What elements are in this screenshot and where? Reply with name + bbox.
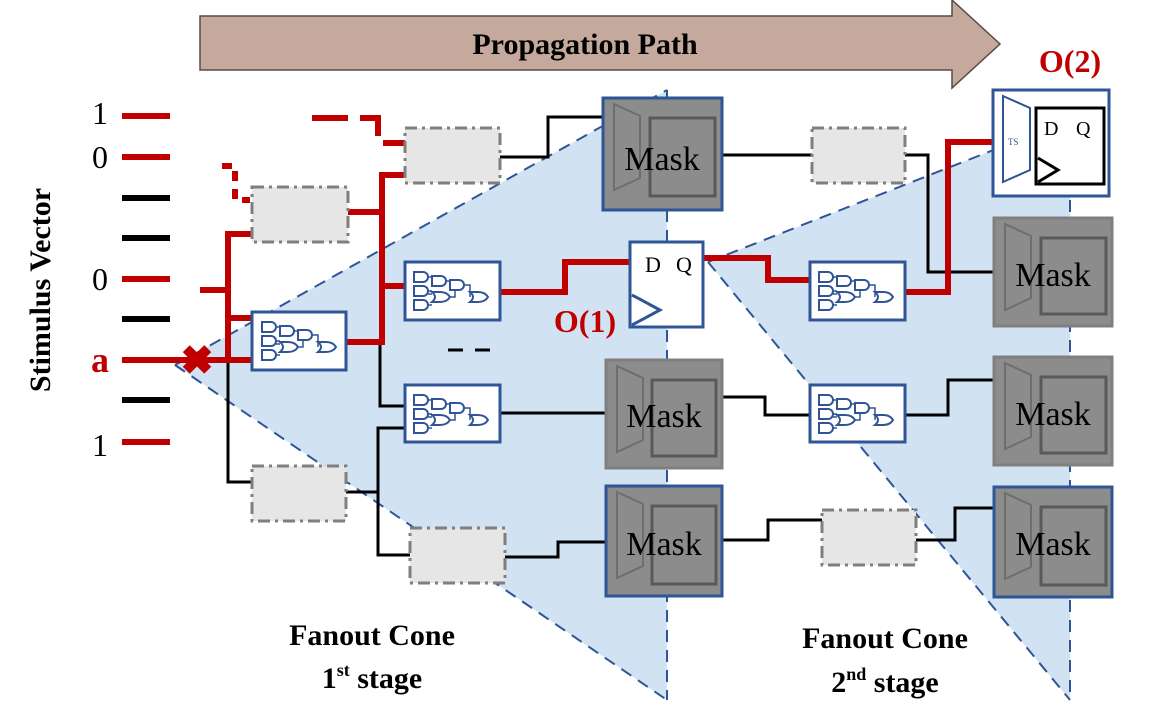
gray-block-6 [820, 508, 918, 567]
svg-text:Mask: Mask [626, 526, 702, 563]
svg-text:D: D [1044, 118, 1058, 140]
cone-first-stage: 1st stage [322, 660, 422, 695]
mask-block-3: Mask [604, 358, 724, 470]
svg-text:Mask: Mask [626, 398, 702, 435]
svg-text:Q: Q [1076, 118, 1091, 140]
svg-text:Mask: Mask [1015, 257, 1091, 294]
logic-block-2 [403, 260, 502, 322]
mask-block-5: Mask [604, 484, 724, 598]
gray-block-1 [403, 126, 502, 185]
svg-text:Mask: Mask [1015, 526, 1091, 563]
flipflop-o2: TS D Q [991, 88, 1111, 198]
gray-blocks [250, 126, 918, 585]
svg-text:TS: TS [1008, 137, 1019, 147]
propagation-label: Propagation Path [472, 28, 698, 61]
fault-path [122, 115, 1003, 363]
logic-block-4 [808, 260, 907, 322]
gray-block-4 [408, 526, 507, 585]
signal-wires [226, 115, 994, 559]
gray-block-2 [250, 185, 350, 244]
stimulus-stubs [122, 113, 170, 445]
logic-block-5 [808, 383, 907, 444]
input-label-1: 1 [92, 95, 108, 131]
svg-text:Q: Q [676, 252, 692, 277]
fault-marker-icon: ✖ [180, 338, 214, 383]
gray-block-3 [250, 464, 348, 523]
cone-first-title: Fanout Cone [289, 619, 455, 652]
input-label-2: 0 [92, 139, 108, 175]
svg-text:D: D [645, 252, 661, 277]
gray-block-5 [810, 126, 907, 185]
svg-text:Mask: Mask [624, 141, 700, 178]
svg-text:Mask: Mask [1015, 396, 1091, 433]
stimulus-vector-label: Stimulus Vector [24, 188, 57, 392]
cone-second-stage: 2nd stage [831, 664, 939, 699]
output-label-o1: O(1) [554, 303, 616, 339]
input-label-9: 1 [92, 427, 108, 463]
cone-second-title: Fanout Cone [802, 622, 968, 655]
flipflop-o1: D Q [628, 240, 705, 329]
mask-block-4: Mask [992, 355, 1114, 467]
propagation-arrow [199, 0, 1002, 90]
input-label-5: 0 [92, 261, 108, 297]
mask-block-6: Mask [992, 485, 1114, 599]
logic-block-1 [250, 310, 348, 372]
mask-block-1: Mask [601, 96, 724, 212]
output-label-o2: O(2) [1039, 43, 1101, 79]
mask-block-2: Mask [992, 216, 1114, 328]
logic-block-3 [403, 383, 502, 444]
input-label-fault: a [91, 340, 109, 380]
